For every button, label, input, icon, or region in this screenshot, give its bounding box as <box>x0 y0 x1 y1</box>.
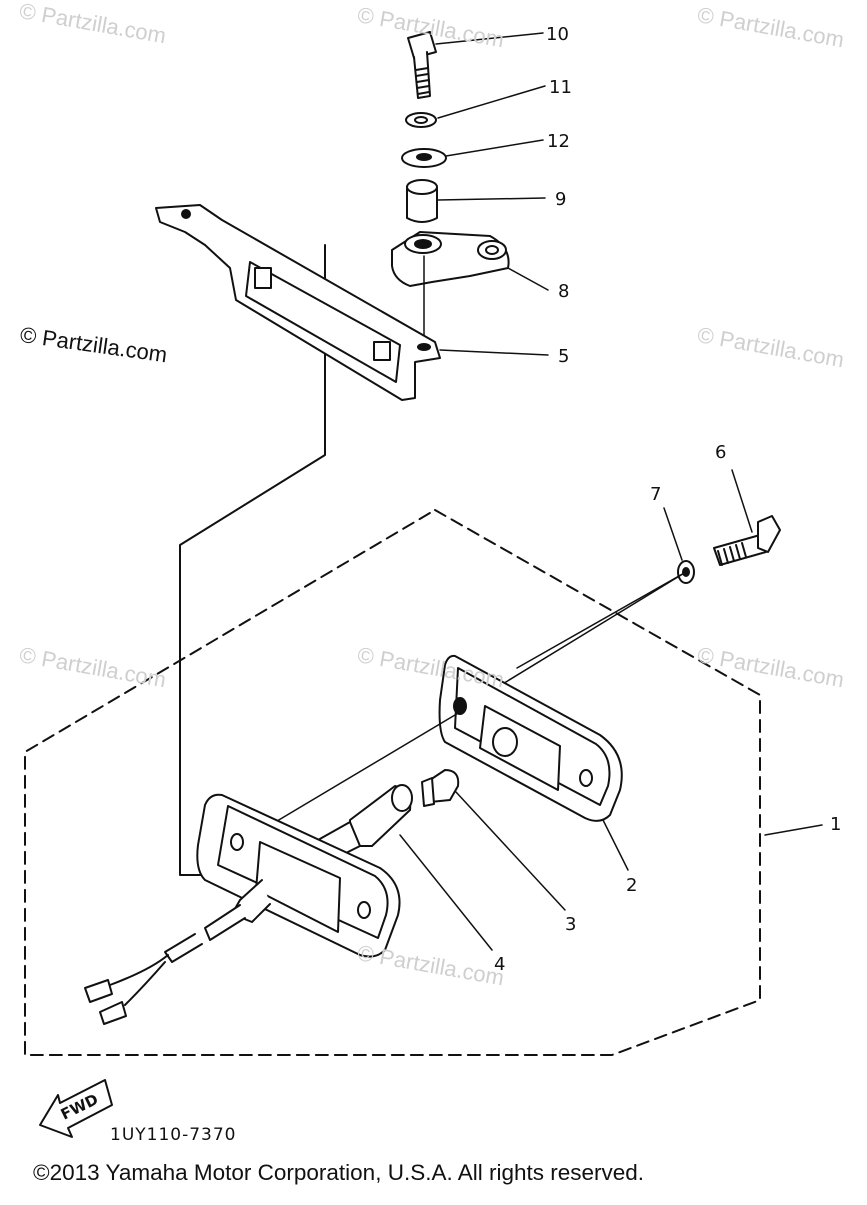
bolt-part-10 <box>407 31 437 99</box>
callout-label: 3 <box>565 914 576 935</box>
washer-part-12 <box>401 148 447 168</box>
callout-label: 7 <box>650 484 661 505</box>
light-housing <box>196 793 401 958</box>
callout-label: 9 <box>555 189 566 210</box>
stay-part-8 <box>391 231 510 361</box>
callout-label: 4 <box>494 954 505 975</box>
collar-part-9 <box>406 179 438 223</box>
spring-washer-part-11 <box>405 112 437 128</box>
bulb-part-3 <box>421 769 460 807</box>
callout-label: 12 <box>547 131 570 152</box>
wire-harness <box>84 904 246 1025</box>
copyright-notice: ©2013 Yamaha Motor Corporation, U.S.A. A… <box>33 1160 645 1185</box>
callout-label: 11 <box>549 77 572 98</box>
bracket-part-5 <box>155 204 441 401</box>
lens-part-2 <box>438 654 623 822</box>
assembly-boundary <box>24 509 761 1056</box>
callout-label: 6 <box>715 442 726 463</box>
fwd-arrow-icon <box>39 1079 113 1138</box>
screw-part-6 <box>713 515 781 566</box>
diagram-code: 1UY110-7370 <box>110 1125 237 1145</box>
callout-label: 2 <box>626 875 637 896</box>
callout-leaders <box>399 32 823 951</box>
callout-label: 5 <box>558 346 569 367</box>
callout-label: 1 <box>830 814 841 835</box>
callout-label: 8 <box>558 281 569 302</box>
assembly-connector-line <box>179 244 326 876</box>
callout-label: 10 <box>546 24 569 45</box>
